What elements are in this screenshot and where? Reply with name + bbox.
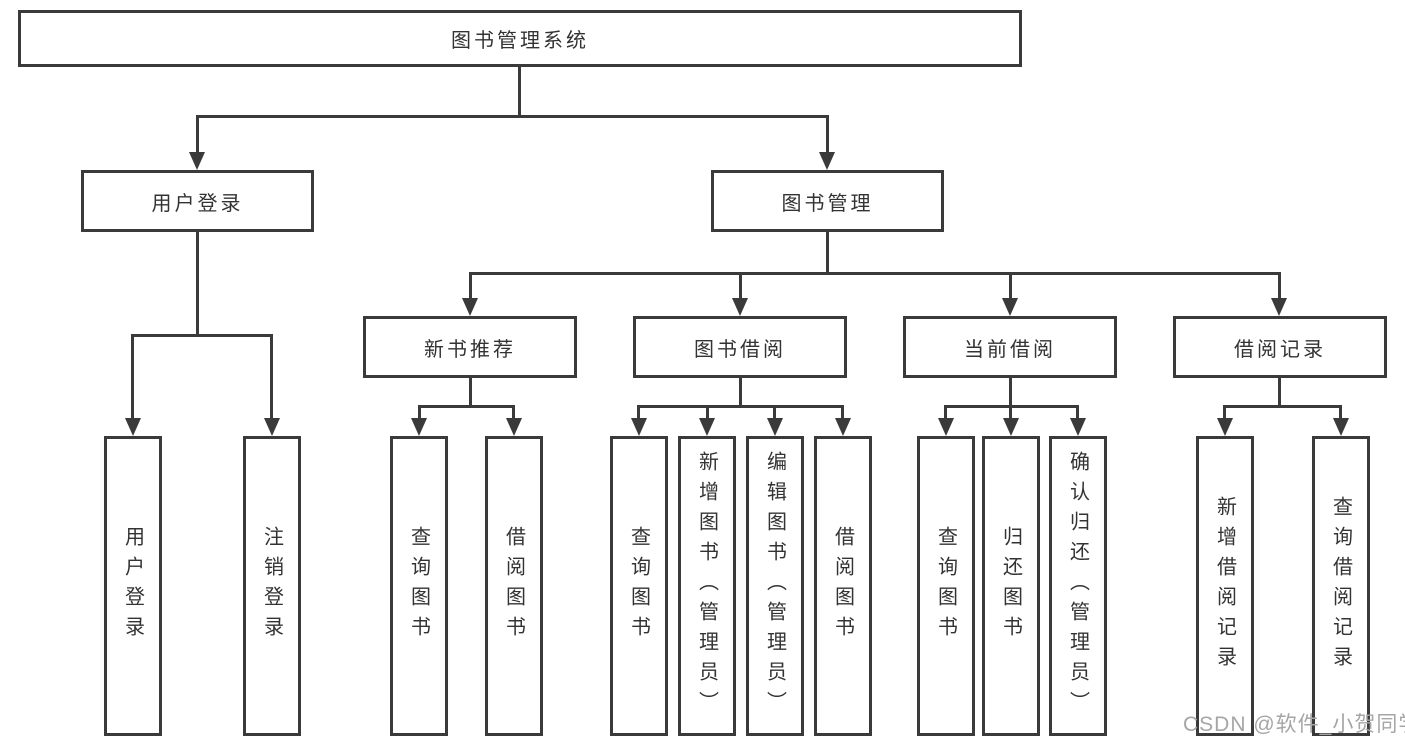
node-root: 图书管理系统 xyxy=(18,10,1022,67)
connector-line xyxy=(512,405,515,419)
connector-line xyxy=(1009,378,1012,407)
connector-line xyxy=(131,334,273,337)
arrowhead-down-icon xyxy=(631,418,647,436)
arrowhead-down-icon xyxy=(1070,418,1086,436)
connector-line xyxy=(1009,405,1012,419)
connector-line xyxy=(1223,405,1226,419)
leaf-label: 编辑图书（管理员） xyxy=(763,451,786,721)
leaf-label: 用户登录 xyxy=(121,526,144,646)
node-borrow-records: 借阅记录 xyxy=(1173,316,1387,378)
leaf-add-borrow-record: 新增借阅记录 xyxy=(1196,436,1254,736)
leaf-borrow-books-recommend: 借阅图书 xyxy=(485,436,543,736)
leaf-return-book: 归还图书 xyxy=(982,436,1040,736)
arrowhead-down-icon xyxy=(1002,298,1018,316)
leaf-label: 查询图书 xyxy=(934,526,957,646)
connector-line xyxy=(706,405,709,419)
leaf-label: 确认归还（管理员） xyxy=(1066,451,1089,721)
arrowhead-down-icon xyxy=(938,418,954,436)
connector-line xyxy=(944,405,947,419)
connector-line xyxy=(518,67,521,118)
arrowhead-down-icon xyxy=(1333,418,1349,436)
arrowhead-down-icon xyxy=(1003,418,1019,436)
arrowhead-down-icon xyxy=(767,418,783,436)
connector-line xyxy=(637,405,844,408)
leaf-query-borrow-record: 查询借阅记录 xyxy=(1312,436,1370,736)
leaf-label: 新增借阅记录 xyxy=(1213,496,1236,676)
connector-line xyxy=(1223,405,1342,408)
leaf-logout: 注销登录 xyxy=(243,436,301,736)
connector-line xyxy=(469,272,472,298)
leaf-add-book-admin: 新增图书（管理员） xyxy=(678,436,736,736)
leaf-label: 查询图书 xyxy=(627,526,650,646)
node-book-management: 图书管理 xyxy=(711,170,944,232)
connector-line xyxy=(1009,272,1012,298)
leaf-query-books-borrow: 查询图书 xyxy=(610,436,668,736)
leaf-label: 注销登录 xyxy=(260,526,283,646)
leaf-borrow-books: 借阅图书 xyxy=(814,436,872,736)
node-user-login: 用户登录 xyxy=(81,170,314,232)
connector-line xyxy=(131,334,134,418)
connector-line xyxy=(196,232,199,336)
arrowhead-down-icon xyxy=(732,298,748,316)
arrowhead-down-icon xyxy=(1217,418,1233,436)
arrowhead-down-icon xyxy=(819,152,835,170)
connector-line xyxy=(418,405,515,408)
connector-line xyxy=(469,378,472,407)
arrowhead-down-icon xyxy=(125,418,141,436)
connector-line xyxy=(1076,405,1079,419)
leaf-user-login: 用户登录 xyxy=(104,436,162,736)
arrowhead-down-icon xyxy=(835,418,851,436)
connector-line xyxy=(196,115,829,118)
leaf-label: 归还图书 xyxy=(999,526,1022,646)
leaf-query-books-recommend: 查询图书 xyxy=(390,436,448,736)
connector-line xyxy=(1339,405,1342,419)
leaf-confirm-return-admin: 确认归还（管理员） xyxy=(1049,436,1107,736)
leaf-label: 查询图书 xyxy=(407,526,430,646)
connector-line xyxy=(739,378,742,407)
arrowhead-down-icon xyxy=(264,418,280,436)
arrowhead-down-icon xyxy=(189,152,205,170)
connector-line xyxy=(418,405,421,419)
connector-line xyxy=(270,334,273,418)
arrowhead-down-icon xyxy=(411,418,427,436)
node-new-book-recommend: 新书推荐 xyxy=(363,316,577,378)
connector-line xyxy=(826,232,829,275)
connector-line xyxy=(1278,378,1281,407)
leaf-label: 新增图书（管理员） xyxy=(695,451,718,721)
connector-line xyxy=(469,272,1281,275)
leaf-edit-book-admin: 编辑图书（管理员） xyxy=(746,436,804,736)
leaf-query-books-current: 查询图书 xyxy=(917,436,975,736)
leaf-label: 借阅图书 xyxy=(502,526,525,646)
connector-line xyxy=(826,115,829,153)
arrowhead-down-icon xyxy=(1271,298,1287,316)
connector-line xyxy=(739,272,742,298)
arrowhead-down-icon xyxy=(699,418,715,436)
node-book-borrow: 图书借阅 xyxy=(633,316,847,378)
connector-line xyxy=(196,115,199,153)
arrowhead-down-icon xyxy=(462,298,478,316)
watermark: CSDN @软件_小贺同学 xyxy=(1183,713,1405,736)
leaf-label: 借阅图书 xyxy=(831,526,854,646)
connector-line xyxy=(773,405,776,419)
node-current-borrow: 当前借阅 xyxy=(903,316,1117,378)
connector-line xyxy=(841,405,844,419)
connector-line xyxy=(1278,272,1281,298)
leaf-label: 查询借阅记录 xyxy=(1329,496,1352,676)
connector-line xyxy=(637,405,640,419)
arrowhead-down-icon xyxy=(506,418,522,436)
